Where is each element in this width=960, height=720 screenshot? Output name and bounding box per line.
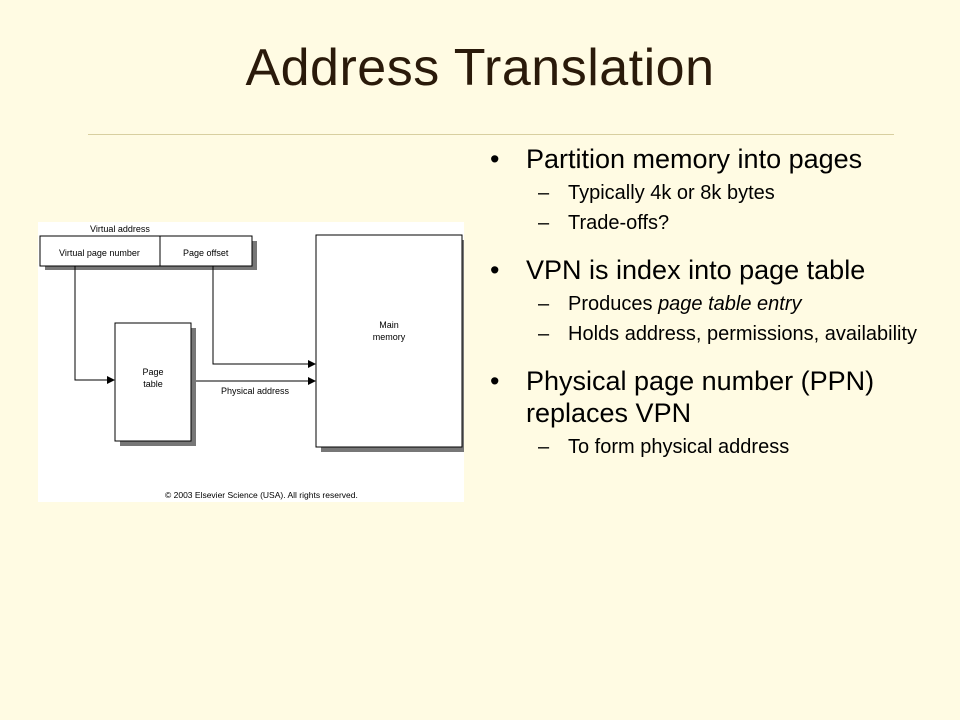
offset-to-memory-arrow (212, 266, 316, 368)
bullet-text: VPN is index into page table (526, 255, 866, 285)
copyright-text: © 2003 Elsevier Science (USA). All right… (165, 490, 358, 500)
bullet-list: •Partition memory into pages –Typically … (490, 140, 940, 459)
offset-field: Page offset (183, 248, 229, 258)
sub-bullet-text: To form physical address (568, 436, 790, 458)
sub-bullet-dash: – (538, 436, 550, 458)
address-translation-figure: Virtual address Virtual page number Page… (38, 222, 464, 502)
main-memory-box (315, 234, 463, 448)
bullet-text: Physical page number (PPN) replaces VPN (526, 366, 875, 428)
page-table-label-2: table (143, 379, 163, 389)
bullet-item: • Physical page number (PPN) replaces VPN (490, 365, 940, 429)
physical-address-label: Physical address (221, 386, 290, 396)
bullet-item: • Partition memory into pages (490, 143, 940, 175)
sub-bullet-item: –To form physical address (490, 436, 940, 459)
emphasis-text: page table entry (658, 293, 802, 315)
bullet-dot: • (490, 255, 500, 285)
sub-bullet-item: –Trade-offs? (490, 212, 940, 235)
main-memory-label-2: memory (373, 332, 406, 342)
sub-bullet-item: –Typically 4k or 8k bytes (490, 182, 940, 205)
bullet-text: Partition memory into pages (526, 144, 863, 174)
bullet-dot: • (490, 144, 500, 174)
sub-bullet-text: Trade-offs? (568, 212, 670, 234)
bullet-dot: • (490, 366, 500, 396)
virtual-address-label: Virtual address (90, 224, 150, 234)
title-divider (88, 134, 894, 135)
slide-title: Address Translation (245, 39, 715, 97)
address-translation-diagram: Virtual address Virtual page number Page… (39, 224, 464, 500)
page-table-label-1: Page (142, 367, 163, 377)
sub-bullet-text: Holds address, permissions, availability (568, 323, 918, 345)
page-table-box (114, 322, 192, 442)
sub-bullet-item: –Produces page table entry (490, 293, 940, 316)
virtual-address-register (39, 235, 253, 267)
sub-bullet-text: Produces page table entry (568, 293, 802, 315)
sub-bullet-dash: – (538, 182, 550, 204)
sub-bullet-item: –Holds address, permissions, availabilit… (490, 323, 940, 346)
vpn-field: Virtual page number (59, 248, 140, 258)
sub-bullet-dash: – (538, 293, 550, 315)
sub-bullet-dash: – (538, 323, 550, 345)
main-memory-label-1: Main (379, 320, 399, 330)
bullet-item: • VPN is index into page table (490, 254, 940, 286)
vpn-to-page-table-arrow (74, 266, 115, 384)
sub-bullet-dash: – (538, 212, 550, 234)
sub-bullet-text: Typically 4k or 8k bytes (568, 182, 775, 204)
